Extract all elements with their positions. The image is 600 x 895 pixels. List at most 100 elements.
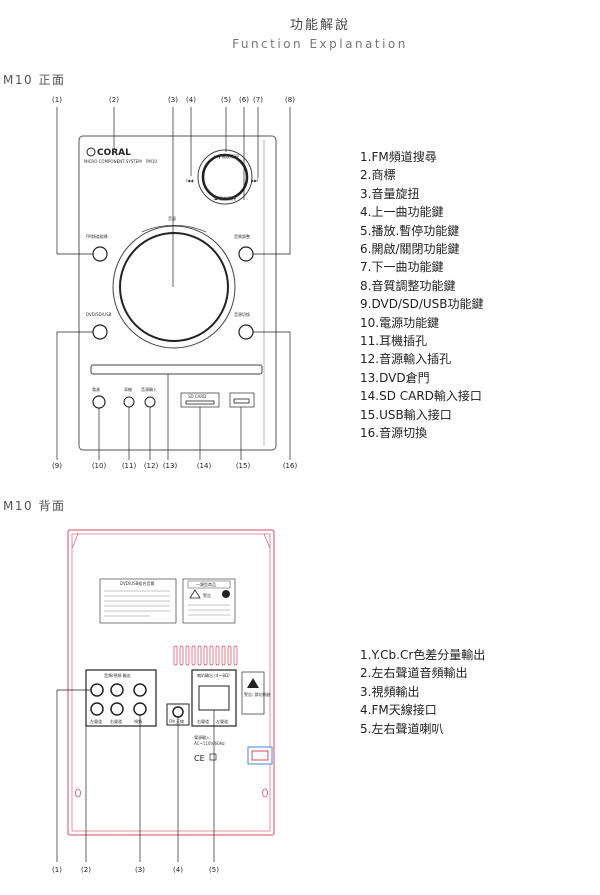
list-item: 15.USB輸入接口 [360, 407, 452, 422]
list-item: 6.開啟/關閉功能鍵 [360, 242, 460, 257]
sd-card-label: SD CARD [188, 394, 206, 399]
back-corner-line [71, 533, 79, 549]
screw-hole [262, 788, 268, 798]
video-out-jack[interactable] [133, 702, 147, 716]
aux-input-jack[interactable] [144, 396, 156, 408]
control-knob[interactable] [201, 153, 249, 201]
audio-r-label: 右聲道 [110, 718, 122, 724]
ycbcr-y-jack[interactable] [90, 683, 104, 697]
leader-9 [56, 331, 93, 460]
callout-6: (6) [239, 96, 249, 104]
callout-back-5: (5) [209, 866, 219, 874]
video-label: 視頻 [134, 718, 142, 724]
dvd-slot[interactable] [90, 364, 263, 375]
callout-back-3: (3) [135, 866, 145, 874]
back-section-label: M10 背面 [3, 499, 66, 513]
front-diagram: (1) (2) (3) (4) (5) (6) (7) (8) CORAL MI… [52, 96, 298, 470]
caution-panel [241, 671, 265, 715]
source-button-label: DVD/SD/USB [86, 312, 112, 317]
callout-11: (11) [122, 462, 137, 470]
warning-sticker-head [187, 580, 231, 589]
ycbcr-cr-jack[interactable] [133, 683, 147, 697]
source-button[interactable] [92, 324, 108, 340]
device-subtitle: MICRO COMPONENT SYSTEM [84, 159, 142, 164]
callout-8: (8) [285, 96, 295, 104]
vent-grille [173, 645, 238, 666]
ce-mark: CE [194, 754, 205, 763]
warning-triangle-icon [189, 589, 201, 599]
no-open-icon [222, 590, 230, 598]
audio-r-jack[interactable] [110, 702, 124, 716]
callout-10: (10) [92, 462, 107, 470]
callout-12: (12) [144, 462, 159, 470]
list-item: 11.耳機插孔 [360, 334, 428, 349]
switch-button[interactable] [238, 324, 254, 340]
list-item: 3.視頻輸出 [360, 684, 420, 699]
power-socket[interactable] [251, 750, 269, 761]
callout-15: (15) [236, 462, 251, 470]
double-insulation-icon [209, 753, 217, 761]
sd-card-slot[interactable] [185, 400, 215, 405]
callout-14: (14) [197, 462, 212, 470]
usb-port[interactable] [233, 398, 250, 404]
leader-1 [56, 107, 93, 255]
back-corner-line [263, 533, 271, 549]
caution-text: 警告: 請勿開啟 [244, 691, 271, 697]
page-title-en: Function Explanation [232, 37, 408, 51]
list-item: 12.音源輸入插孔 [360, 352, 452, 367]
volume-arc [141, 225, 207, 233]
speaker-l-label: 右聲道 [197, 718, 209, 724]
sticker-title: DVD/USB組合音響 [120, 580, 154, 586]
volume-label: 音量 [168, 215, 176, 221]
open-close-label: ⏏ 開啟/關閉 [214, 195, 236, 201]
front-section-label: M10 正面 [3, 73, 66, 87]
list-item: 3.音量旋扭 [360, 186, 420, 201]
callout-16: (16) [283, 462, 298, 470]
callout-back-2: (2) [81, 866, 91, 874]
back-function-list: 1.Y.Cb.Cr色差分量輸出 2.左右聲道音頻輸出 3.視頻輸出 4.FM天線… [360, 646, 485, 738]
fm-antenna-jack[interactable] [172, 706, 184, 718]
device-model: PM10 [146, 159, 157, 164]
power-input-spec: AC~110V/60Hz [194, 741, 225, 746]
fm-antenna-label: FM 天線 [169, 718, 184, 724]
list-item: 16.音源切換 [360, 426, 428, 441]
volume-knob[interactable] [119, 232, 229, 342]
back-device-inner [71, 533, 271, 832]
prev-label: I◀◀ [186, 178, 194, 183]
play-pause-label: ▶/‖ 播放/暫停 [214, 153, 239, 159]
power-label: 電源 [92, 386, 100, 392]
power-button[interactable] [92, 395, 106, 409]
fm-button-label: FM頻道搜尋 [86, 233, 108, 239]
av-output-panel [85, 669, 157, 727]
callout-back-1: (1) [52, 866, 62, 874]
fm-search-button[interactable] [92, 246, 108, 262]
ycbcr-cb-jack[interactable] [110, 683, 124, 697]
headphone-jack[interactable] [123, 396, 135, 408]
speaker-terminal[interactable] [198, 685, 230, 711]
brand-logo: CORAL [97, 148, 131, 158]
front-function-list: 1.FM頻道搜尋 2.商標 3.音量旋扭 4.上一曲功能鍵 5.播放.暫停功能鍵… [360, 148, 484, 443]
audio-l-jack[interactable] [90, 702, 104, 716]
list-item: 2.左右聲道音頻輸出 [360, 666, 468, 681]
leader-16 [253, 331, 291, 460]
callout-4: (4) [186, 96, 196, 104]
caution-triangle-icon [247, 678, 259, 688]
brand-logo-icon [86, 147, 96, 157]
screw-hole [75, 788, 81, 798]
callout-13: (13) [163, 462, 178, 470]
speaker-r-label: 左聲道 [216, 718, 228, 724]
list-item: 4.上一曲功能鍵 [360, 205, 444, 220]
list-item: 7.下一曲功能鍵 [360, 260, 444, 275]
list-item: 4.FM天線接口 [360, 703, 437, 718]
list-item: 5.左右聲道喇叭 [360, 721, 444, 736]
leader-8 [253, 107, 291, 255]
eq-button-label: 音質調整 [234, 233, 250, 239]
callout-3: (3) [168, 96, 178, 104]
back-diagram: DVD/USB組合音響 一類型商品 警告 音頻/視頻 輸出 左聲道 右聲道 視頻… [52, 529, 275, 874]
list-item: 8.音質調整功能鍵 [360, 278, 456, 293]
audio-l-label: 左聲道 [90, 718, 102, 724]
page-title-zh: 功能解說 [289, 18, 350, 33]
eq-button[interactable] [238, 246, 254, 262]
aux-label: 音源輸入 [141, 386, 157, 392]
next-label: ▶▶I [251, 178, 258, 183]
